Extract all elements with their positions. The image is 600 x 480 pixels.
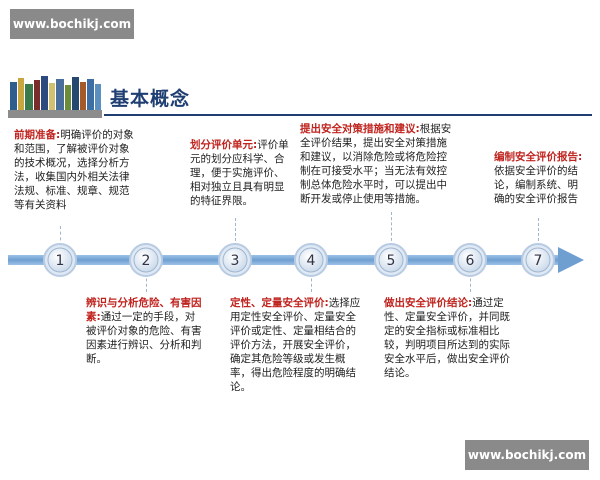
connector-2 [146,268,147,292]
timeline-node-number: 5 [387,253,396,269]
step-5-text: 根据安全评价结果，提出安全对策措施和建议，以消除危险或将危险控制在可接受水平；当… [300,123,452,205]
title-underline [104,114,592,116]
connector-6 [470,268,471,292]
step-1-text: 明确评价的对象和范围，了解被评价对象的技术概况，选择分析方法，收集国内外相关法律… [14,129,134,211]
step-1-block: 前期准备:明确评价的对象和范围，了解被评价对象的技术概况，选择分析方法，收集国内… [14,128,136,212]
timeline-node-4: 4 [294,243,328,277]
connector-7 [538,218,539,246]
step-5-block: 提出安全对策措施和建议:根据安全评价结果，提出安全对策措施和建议，以消除危险或将… [300,122,452,206]
timeline-node-number: 6 [466,253,475,269]
timeline-arrow: 1 2 3 4 5 6 7 [8,243,584,277]
timeline-node-1: 1 [43,243,77,277]
timeline-node-3: 3 [218,243,252,277]
connector-5 [391,212,392,246]
step-7-block: 编制安全评价报告: 依据安全评价的结论，编制系统、明确的安全评价报告 [494,150,586,206]
step-6-text: 通过定性、定量安全评价，并同既定的安全指标或标准相比较，判明项目所达到的实际安全… [384,297,510,379]
timeline-node-5: 5 [374,243,408,277]
timeline-node-number: 2 [142,253,151,269]
step-7-keyword: 编制安全评价报告: [494,151,583,163]
step-2-text: 通过一定的手段，对被评价对象的危险、有害因素进行辨识、分析和判断。 [86,311,202,365]
step-1-keyword: 前期准备: [14,129,61,141]
step-2-block: 辨识与分析危险、有害因素:通过一定的手段，对被评价对象的危险、有害因素进行辨识、… [86,296,202,366]
timeline-node-number: 1 [56,253,65,269]
step-3-keyword: 划分评价单元: [190,139,258,151]
step-5-keyword: 提出安全对策措施和建议: [300,123,420,135]
connector-1 [60,226,61,246]
watermark-bottom: www.bochikj.com [465,440,589,470]
step-7-text: 依据安全评价的结论，编制系统、明确的安全评价报告 [494,165,578,205]
timeline-node-number: 4 [307,253,316,269]
timeline-node-number: 7 [534,253,543,269]
watermark-top: www.bochikj.com [10,9,134,39]
page-title: 基本概念 [110,88,191,110]
timeline-node-2: 2 [129,243,163,277]
arrow-head [558,247,584,273]
step-2-keyword: 辨识与分析危险、有害因素: [86,297,202,323]
timeline-node-7: 7 [521,243,555,277]
step-4-text: 选择应用定性安全评价、定量安全评价或定性、定量相结合的评价方法，开展安全评价，确… [230,297,361,393]
step-3-block: 划分评价单元:评价单元的划分应科学、合理，便于实施评价、相对独立且具有明显的特征… [190,138,294,208]
step-3-text: 评价单元的划分应科学、合理，便于实施评价、相对独立且具有明显的特征界限。 [190,139,289,207]
connector-3 [235,218,236,246]
timeline-node-number: 3 [231,253,240,269]
step-6-block: 做出安全评价结论:通过定性、定量安全评价，并同既定的安全指标或标准相比较，判明项… [384,296,520,380]
timeline-node-6: 6 [453,243,487,277]
connector-4 [311,268,312,292]
step-6-keyword: 做出安全评价结论: [384,297,473,309]
step-4-keyword: 定性、定量安全评价: [230,297,329,309]
books-image [8,76,102,118]
step-4-block: 定性、定量安全评价:选择应用定性安全评价、定量安全评价或定性、定量相结合的评价方… [230,296,362,394]
